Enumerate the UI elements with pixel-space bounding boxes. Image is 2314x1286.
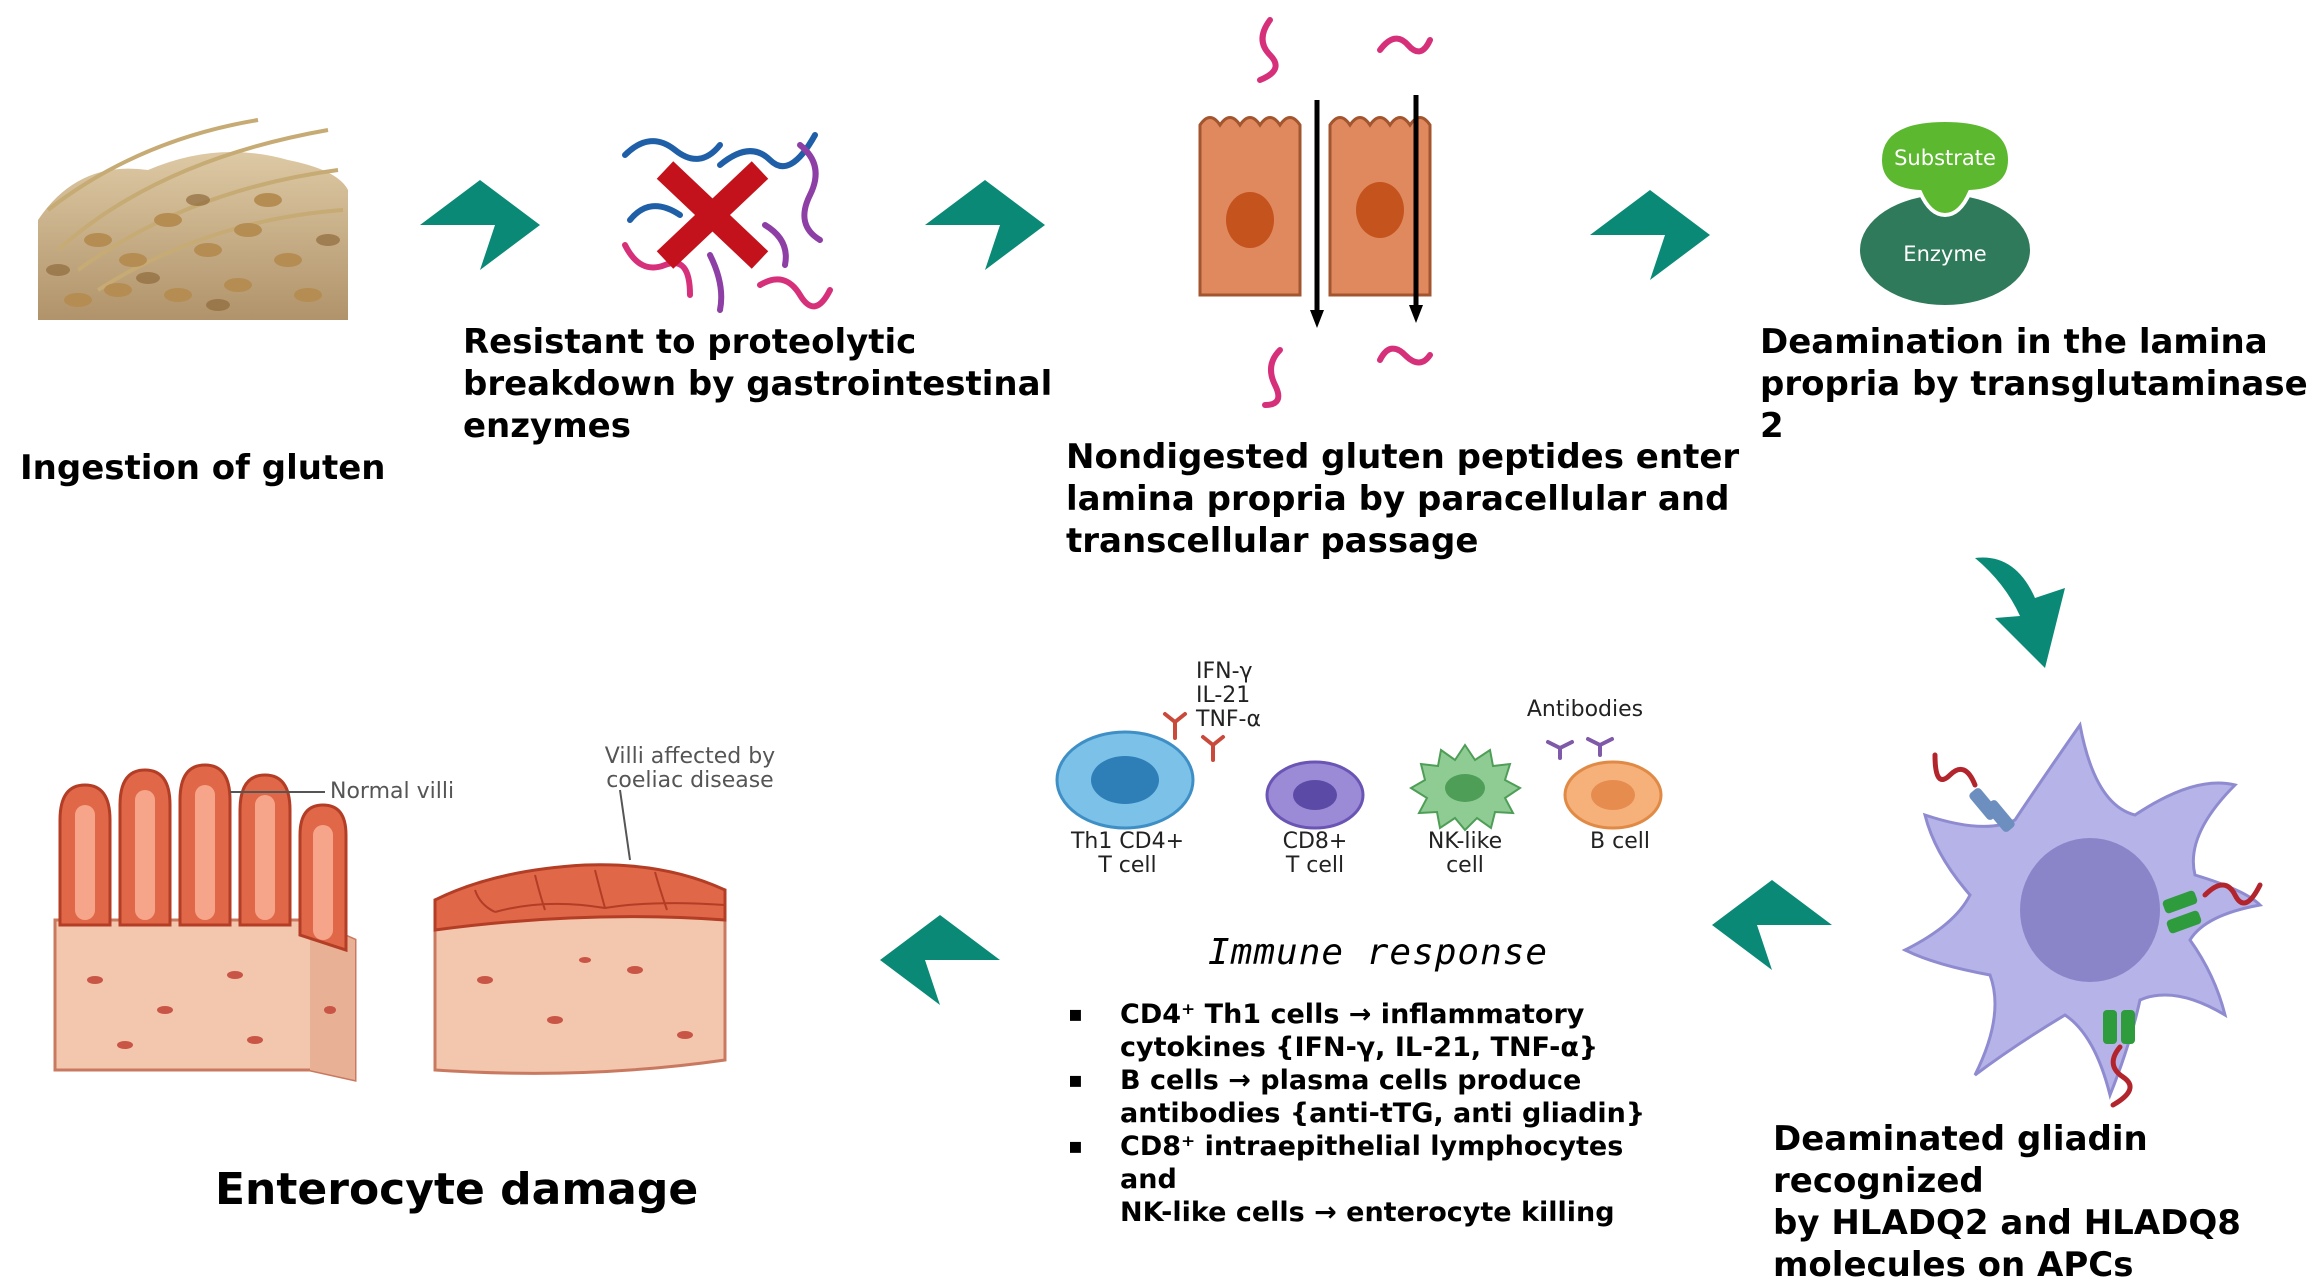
flow-arrow-right-icon [925, 180, 1045, 270]
flow-arrow-right-icon [420, 180, 540, 270]
cd8-cell-label: CD8+ T cell [1282, 829, 1348, 878]
passage-caption: Nondigested gluten peptides enter lamina… [1066, 437, 1740, 561]
epithelial-cells-passage-icon [1198, 17, 1433, 408]
affected-villi-icon [433, 789, 727, 1075]
flow-arrow-down-icon [1975, 557, 2065, 668]
recognition-caption: Deaminated gliadin recognized by HLADQ2 … [1773, 1119, 2241, 1285]
immune-bullet-list: CD4⁺ Th1 cells → inflammatory cytokines … [1068, 998, 1688, 1229]
flow-arrow-left-icon [880, 915, 1000, 1005]
peptides-resistant-icon [622, 132, 833, 313]
cytokines-label: IFN-γ IL-21 TNF-α [1196, 659, 1261, 732]
antibodies-label: Antibodies [1526, 697, 1644, 722]
resistant-caption: Resistant to proteolytic breakdown by ga… [463, 322, 1053, 446]
wheat-grain-image [38, 118, 348, 320]
ingestion-caption: Ingestion of gluten [20, 448, 386, 488]
normal-villi-label: Normal villi [330, 779, 455, 804]
list-item: B cells → plasma cells produce antibodie… [1068, 1064, 1688, 1130]
enzyme-label: Enzyme [1903, 242, 1987, 266]
list-item: CD4⁺ Th1 cells → inflammatory cytokines … [1068, 998, 1688, 1064]
immune-cells-icon [1055, 712, 1663, 832]
antigen-presenting-cell-icon [1901, 721, 2264, 1108]
b-cell-label: B cell [1590, 829, 1650, 854]
nk-like-cell-label: NK-like cell [1427, 829, 1503, 878]
cross-icon [656, 161, 769, 269]
enterocyte-damage-caption: Enterocyte damage [215, 1164, 699, 1215]
affected-villi-label: Villi affected by coeliac disease [604, 744, 776, 793]
substrate-label: Substrate [1894, 146, 1996, 170]
normal-villi-icon [53, 763, 357, 1082]
th1-cd4-cell-label: Th1 CD4+ T cell [1070, 829, 1185, 878]
immune-response-title: Immune response [1208, 932, 1549, 973]
deamination-caption: Deamination in the lamina propria by tra… [1760, 322, 2308, 446]
list-item: CD8⁺ intraepithelial lymphocytes and NK-… [1068, 1130, 1688, 1229]
flow-arrow-right-icon [1590, 190, 1710, 280]
flow-arrow-left-icon [1712, 880, 1832, 970]
enzyme-substrate-icon [1860, 117, 2030, 305]
